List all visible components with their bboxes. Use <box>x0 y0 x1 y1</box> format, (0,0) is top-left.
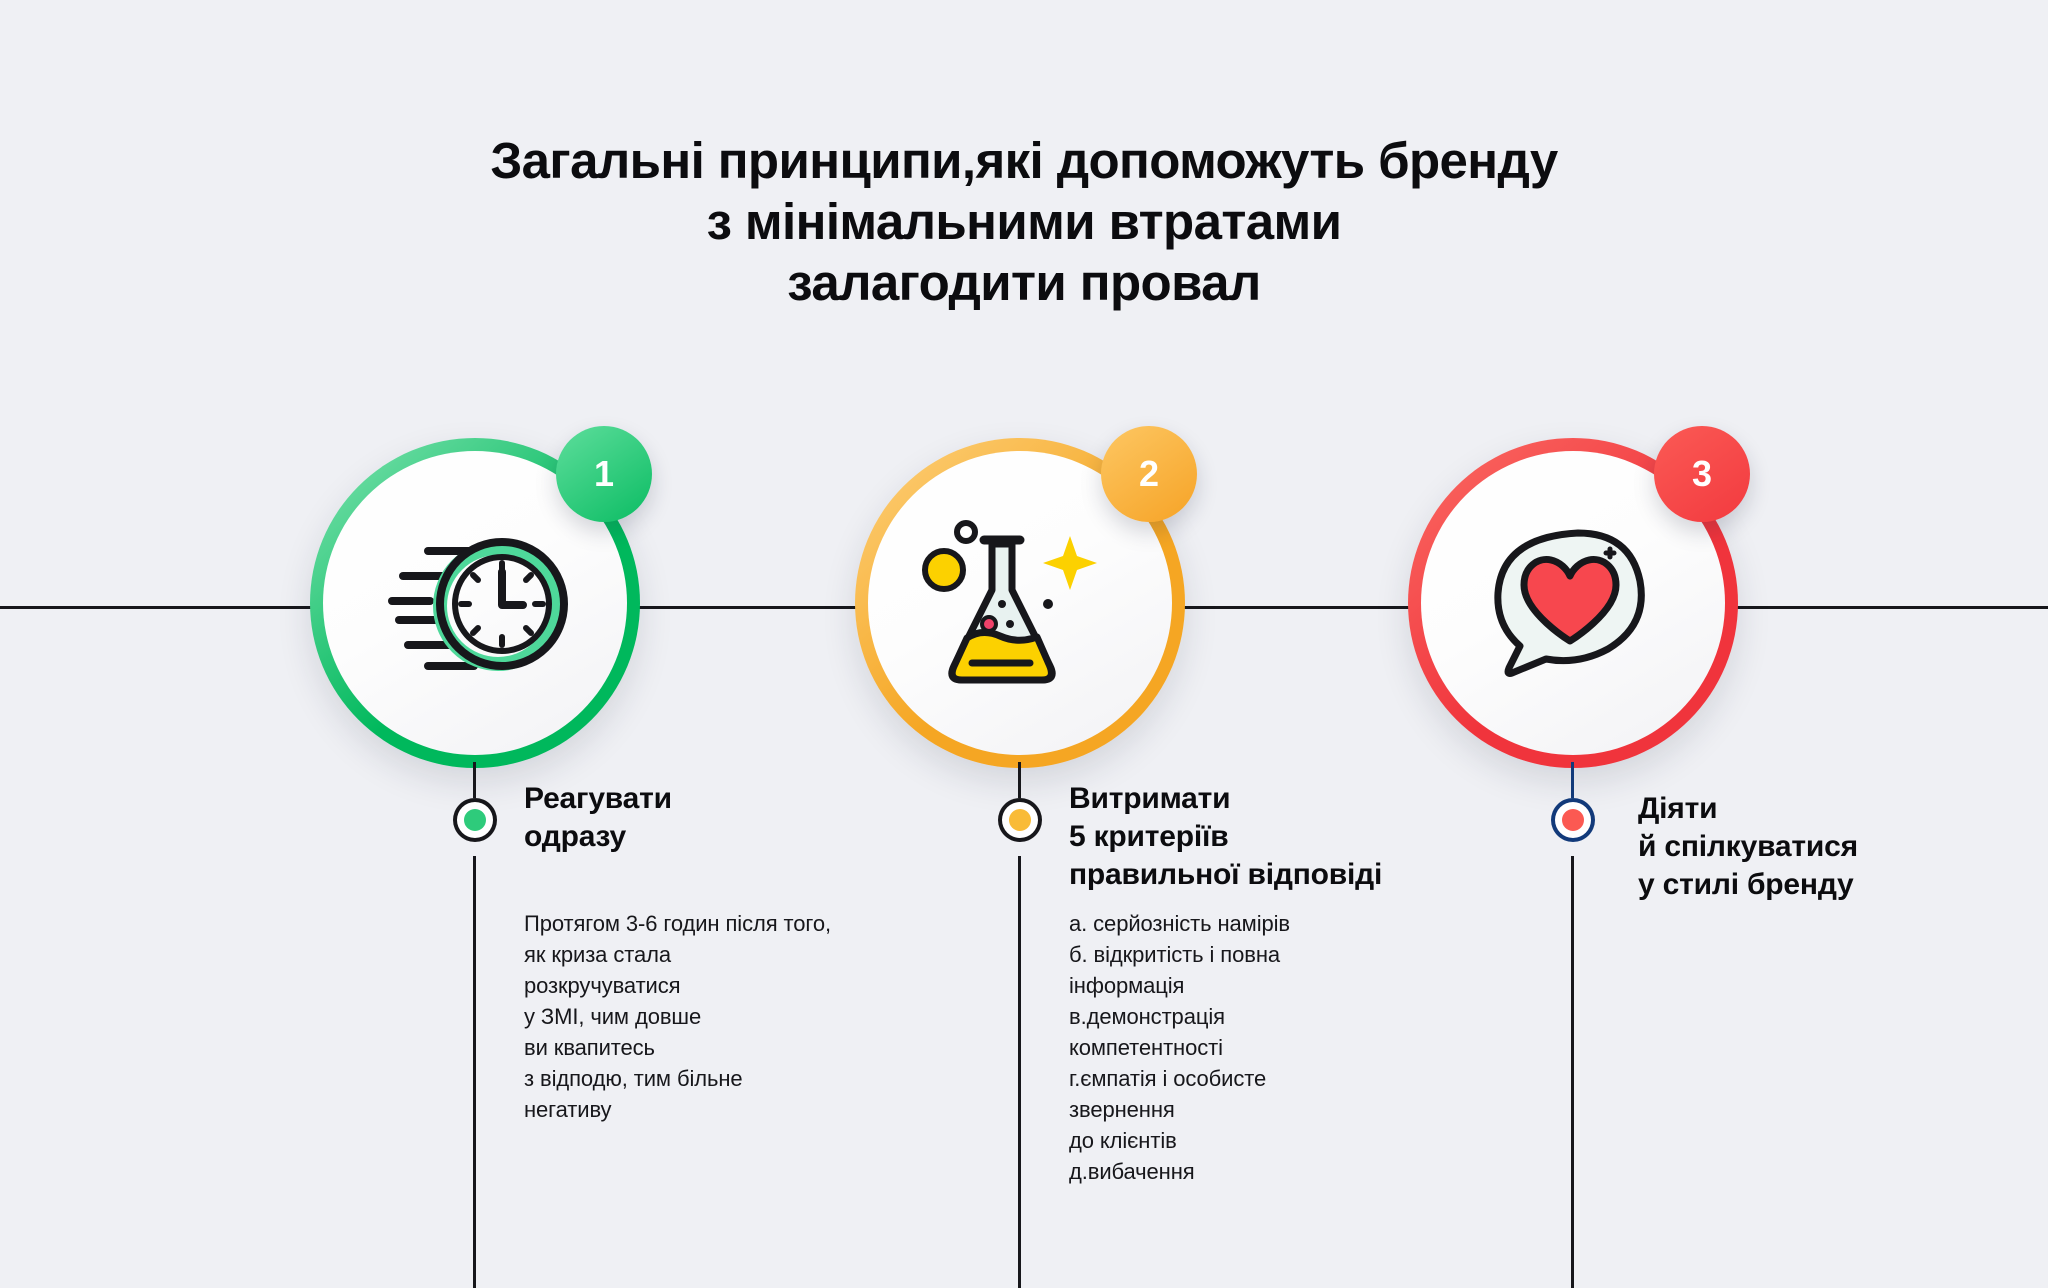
step-2: 2 Витримати 5 критеріїв правильної відпо… <box>855 0 1415 1288</box>
step-2-connector-top <box>1018 762 1021 810</box>
step-1-connector-bottom <box>473 856 476 1288</box>
lab-flask-icon <box>868 451 1172 755</box>
step-3-number: 3 <box>1691 453 1713 494</box>
heart-speech-bubble-icon <box>1421 451 1725 755</box>
step-3: 3 Діяти й спілкуватися у стилі бренду <box>1408 0 1968 1288</box>
step-3-connector-bottom <box>1571 856 1574 1288</box>
step-3-node <box>1551 798 1595 842</box>
fast-clock-icon <box>323 451 627 755</box>
step-2-node-core <box>1009 809 1031 831</box>
step-3-badge: 3 <box>1654 426 1750 522</box>
step-2-number: 2 <box>1138 453 1160 494</box>
step-3-heading: Діяти й спілкуватися у стилі бренду <box>1638 792 1858 901</box>
step-3-connector-top <box>1571 762 1574 810</box>
step-1: 1 Реагувати одразу Протягом 3-6 годин пі… <box>310 0 870 1288</box>
step-3-node-core <box>1562 809 1584 831</box>
step-2-circle[interactable]: 2 <box>855 426 1197 768</box>
step-1-heading: Реагувати одразу <box>524 782 672 853</box>
step-1-number: 1 <box>593 453 615 494</box>
step-1-connector-top <box>473 762 476 810</box>
step-1-body: Протягом 3-6 годин після того, як криза … <box>524 911 832 1122</box>
step-2-node <box>998 798 1042 842</box>
step-1-node <box>453 798 497 842</box>
step-3-circle[interactable]: 3 <box>1408 426 1750 768</box>
step-2-badge: 2 <box>1101 426 1197 522</box>
step-1-badge: 1 <box>556 426 652 522</box>
step-1-circle[interactable]: 1 <box>310 426 652 768</box>
step-1-node-core <box>464 809 486 831</box>
step-2-heading: Витримати 5 критеріїв правильної відпові… <box>1069 782 1383 891</box>
step-2-connector-bottom <box>1018 856 1021 1288</box>
step-2-body: а. серйозність намірів б. відкритість і … <box>1069 911 1290 1184</box>
